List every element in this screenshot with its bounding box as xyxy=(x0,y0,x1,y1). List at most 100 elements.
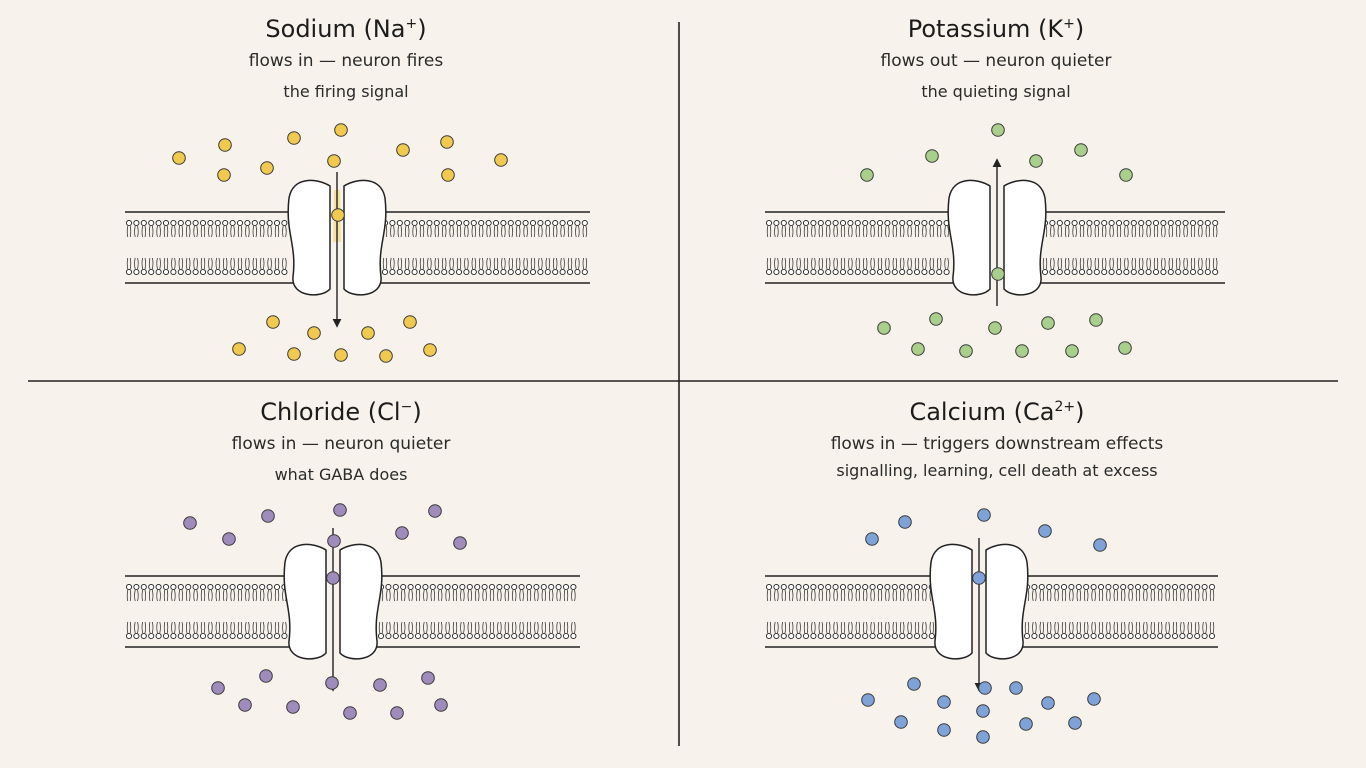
lipid-head xyxy=(251,268,258,276)
lipid-head xyxy=(773,219,780,227)
lipid-head xyxy=(459,583,466,591)
lipid-head xyxy=(192,632,199,640)
lipid-tail xyxy=(1168,225,1173,238)
lipid-tail xyxy=(885,621,890,634)
lipid-tail xyxy=(482,621,487,634)
ion-sodium-19-ion-dot-icon xyxy=(379,349,393,363)
ion-calcium-14-ion-dot-icon xyxy=(937,723,951,737)
lipid-head xyxy=(507,268,514,276)
lipid-head xyxy=(921,219,928,227)
ion-charge-calcium: 2+ xyxy=(1054,399,1076,415)
lipid-tail xyxy=(1047,589,1052,602)
lipid-tail xyxy=(885,225,890,238)
lipid-tail xyxy=(870,225,875,238)
lipid-head xyxy=(392,632,399,640)
lipid-head xyxy=(503,583,510,591)
ion-sodium-8-ion-dot-icon xyxy=(440,135,454,149)
lipid-tail xyxy=(397,257,402,270)
lipid-tail xyxy=(914,225,920,238)
lipid-tail xyxy=(178,257,183,270)
panel-title-chloride: Chloride (Cl−) xyxy=(41,397,641,427)
lipid-head xyxy=(148,632,155,640)
lipid-head xyxy=(500,219,507,227)
lipid-head xyxy=(839,632,847,640)
lipid-tail xyxy=(156,621,161,634)
lipid-head xyxy=(802,632,810,640)
lipid-tail xyxy=(848,589,853,602)
lipid-tail xyxy=(914,257,920,270)
lipid-tail xyxy=(781,225,786,238)
lipid-tail xyxy=(1091,589,1096,602)
panel-title-potassium-text: Potassium (K xyxy=(907,15,1064,43)
panel-title-sodium-text: Sodium (Na xyxy=(265,15,406,43)
lipid-tail xyxy=(497,621,502,634)
channel-potassium-ion-channel-icon xyxy=(947,179,1047,296)
lipid-tail xyxy=(900,225,905,238)
lipid-head xyxy=(478,219,485,227)
lipid-head xyxy=(876,219,884,227)
lipid-head xyxy=(562,632,570,640)
lipid-tail xyxy=(1187,589,1192,602)
ion-sodium-10-ion-dot-icon xyxy=(494,153,508,167)
lipid-tail xyxy=(796,589,801,602)
lipid-tail xyxy=(1213,257,1218,270)
panel-note-calcium: signalling, learning, cell death at exce… xyxy=(836,461,1158,480)
panel-sodium-text: Sodium (Na+) flows in — neuron fires the… xyxy=(46,14,646,102)
lipid-tail xyxy=(163,621,169,634)
lipid-tail xyxy=(818,257,823,270)
lipid-head xyxy=(266,583,273,591)
lipid-head xyxy=(162,583,170,591)
lipid-head xyxy=(1078,268,1086,276)
lipid-tail xyxy=(563,621,569,634)
ion-calcium-15-ion-dot-icon xyxy=(976,704,990,718)
lipid-head xyxy=(192,583,199,591)
lipid-head xyxy=(562,583,570,591)
lipid-head xyxy=(1171,632,1179,640)
lipid-tail xyxy=(452,589,458,602)
lipid-head xyxy=(839,219,847,227)
lipid-tail xyxy=(230,225,235,238)
ion-potassium-10-ion-dot-icon xyxy=(1041,316,1055,330)
lipid-tail xyxy=(848,621,853,634)
channel-subunit-left xyxy=(947,179,991,296)
lipid-head xyxy=(847,632,854,640)
lipid-tail xyxy=(1087,225,1092,238)
lipid-tail xyxy=(922,621,927,634)
lipid-head xyxy=(385,632,392,640)
lipid-tail xyxy=(508,225,513,238)
lipid-tail xyxy=(1121,621,1126,634)
lipid-head xyxy=(140,268,147,276)
ion-sodium-16-ion-dot-icon xyxy=(232,342,246,356)
lipid-head xyxy=(411,268,418,276)
lipid-head xyxy=(802,219,810,227)
lipid-head xyxy=(404,219,411,227)
lipid-tail xyxy=(796,621,801,634)
lipid-head xyxy=(817,583,824,591)
lipid-head xyxy=(1101,268,1108,276)
lipid-tail xyxy=(922,225,927,238)
lipid-head xyxy=(396,268,403,276)
ion-calcium-13-ion-dot-icon xyxy=(894,715,908,729)
lipid-tail xyxy=(1050,225,1055,238)
lipid-head xyxy=(876,268,884,276)
lipid-tail xyxy=(274,621,280,634)
lipid-tail xyxy=(508,257,513,270)
lipid-head xyxy=(162,632,170,640)
lipid-tail xyxy=(456,225,462,238)
lipid-head xyxy=(448,268,455,276)
lipid-head xyxy=(426,219,433,227)
lipid-head xyxy=(1208,583,1216,591)
lipid-tail xyxy=(1139,257,1144,270)
lipid-tail xyxy=(1183,225,1188,238)
lipid-head xyxy=(244,219,251,227)
lipid-head xyxy=(466,583,473,591)
lipid-head xyxy=(1194,632,1201,640)
lipid-head xyxy=(522,268,529,276)
channel-sodium-ion-channel-icon xyxy=(287,179,387,296)
lipid-head xyxy=(429,583,436,591)
ion-potassium-4-ion-dot-icon xyxy=(1074,143,1088,157)
lipid-tail xyxy=(486,225,491,238)
lipid-head xyxy=(1145,219,1152,227)
membrane-calcium-lipid-bilayer-icon xyxy=(765,575,1218,648)
lipid-head xyxy=(1083,583,1090,591)
